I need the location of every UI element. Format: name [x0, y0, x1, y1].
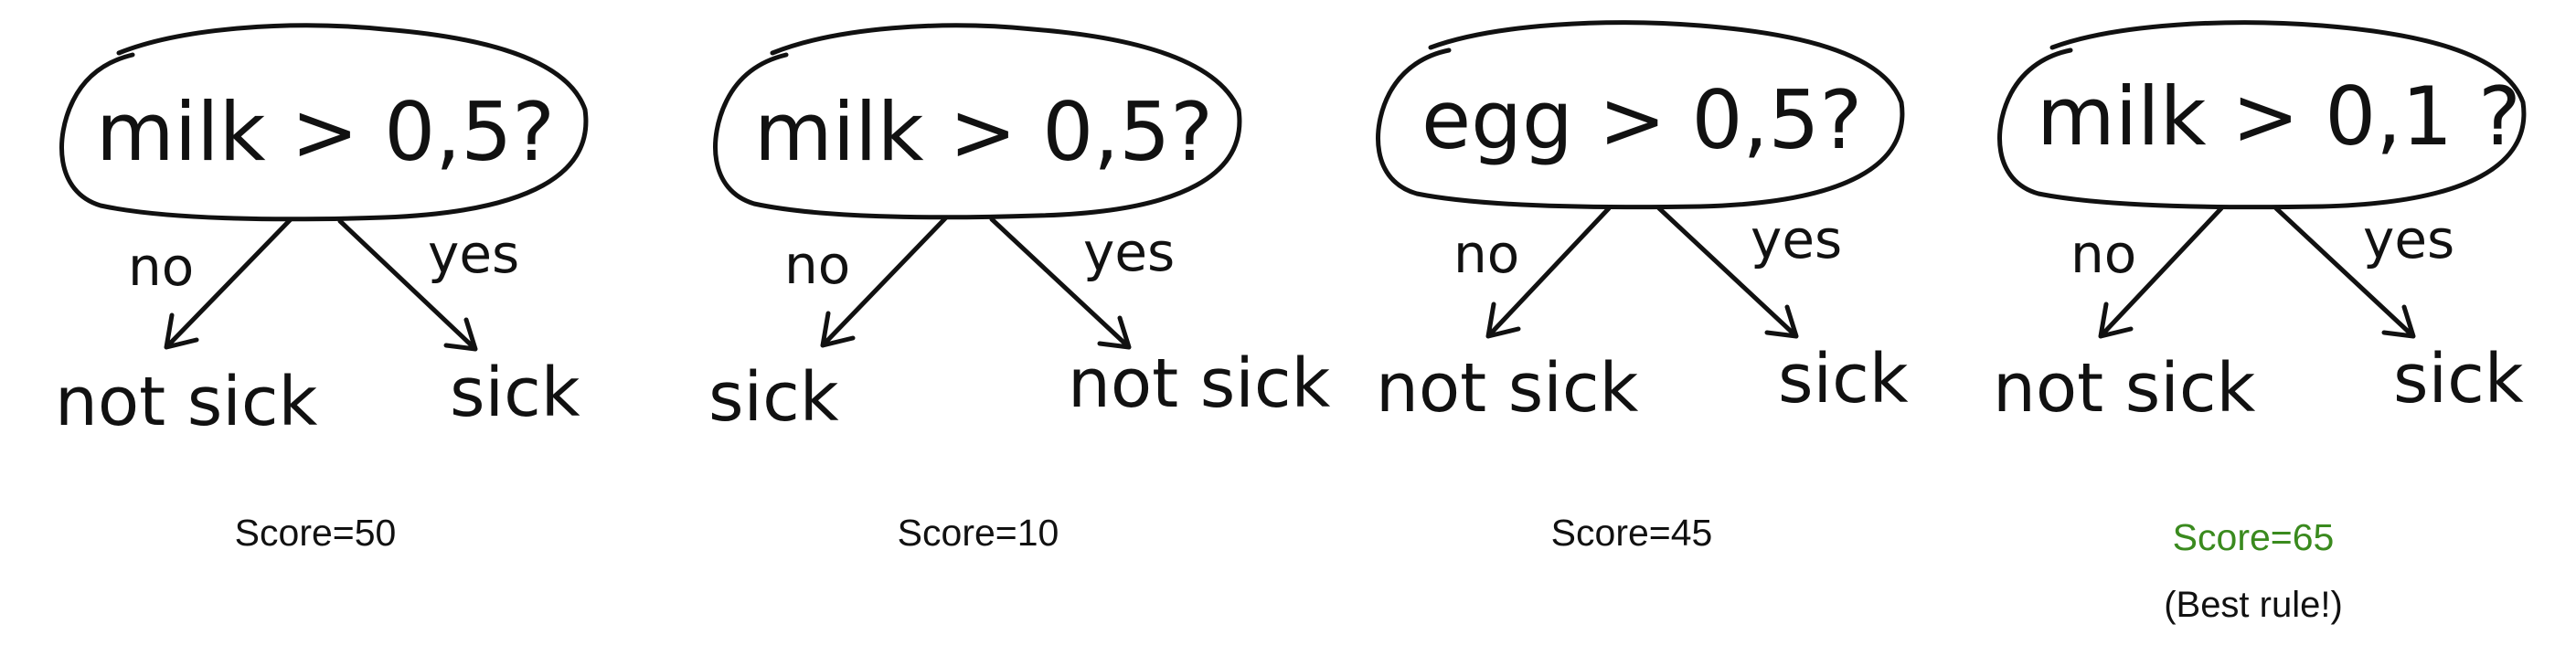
yes-label-4: yes	[2363, 208, 2454, 270]
question-ellipse-3	[1376, 20, 1905, 210]
no-label-3: no	[1453, 223, 1519, 285]
no-leaf-4: not sick	[1993, 349, 2256, 428]
score-label-1: Score=50	[234, 512, 397, 554]
best-rule-note: (Best rule!)	[2164, 585, 2343, 625]
yes-leaf-4: sick	[2393, 340, 2524, 418]
no-leaf-1: not sick	[55, 363, 318, 441]
no-leaf-2: sick	[708, 358, 839, 437]
no-label-2: no	[784, 234, 850, 296]
score-label-3: Score=45	[1550, 512, 1713, 554]
decision-tree-1: milk > 0,5? no yes not sick sick	[55, 23, 589, 441]
question-ellipse-1	[59, 23, 589, 222]
decision-tree-3: egg > 0,5? no yes not sick sick	[1376, 20, 1909, 428]
score-label-4-best: Score=65	[2172, 516, 2335, 558]
question-ellipse-2	[713, 23, 1242, 220]
decision-tree-2: milk > 0,5? no yes sick not sick	[708, 23, 1331, 437]
question-text-4: milk > 0,1 ?	[2037, 69, 2521, 164]
yes-leaf-3: sick	[1778, 340, 1909, 418]
score-label-2: Score=10	[897, 512, 1059, 554]
question-text-3: egg > 0,5?	[1421, 73, 1862, 167]
yes-label-3: yes	[1751, 208, 1842, 270]
no-leaf-3: not sick	[1376, 349, 1639, 428]
yes-label-2: yes	[1083, 221, 1175, 283]
yes-arrow-1	[337, 218, 478, 352]
question-text-1: milk > 0,5?	[96, 85, 555, 179]
question-text-2: milk > 0,5?	[754, 85, 1213, 179]
yes-leaf-1: sick	[450, 354, 580, 432]
yes-leaf-2: not sick	[1068, 344, 1331, 423]
no-label-1: no	[128, 236, 194, 298]
yes-label-1: yes	[428, 223, 519, 285]
no-arrow-1	[164, 217, 293, 350]
yes-arrow-3	[1656, 206, 1799, 339]
no-arrow-2	[820, 215, 949, 348]
no-label-4: no	[2070, 223, 2136, 285]
yes-arrow-2	[989, 217, 1132, 350]
yes-arrow-4	[2273, 206, 2416, 339]
no-arrow-3	[1485, 206, 1612, 339]
decision-tree-4: milk > 0,1 ? no yes not sick sick	[1993, 20, 2527, 428]
question-ellipse-4	[1997, 20, 2527, 210]
no-arrow-4	[2098, 206, 2224, 339]
